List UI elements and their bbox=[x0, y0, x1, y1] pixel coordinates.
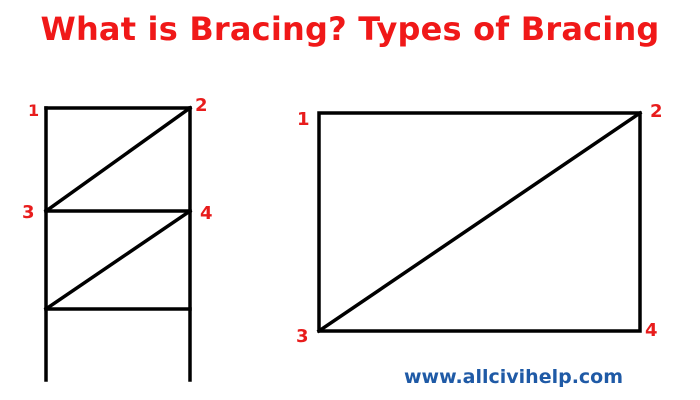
lower-diagonal-brace bbox=[43, 208, 193, 312]
right-braced-frame bbox=[316, 110, 643, 334]
left-node-label-2: 2 bbox=[195, 95, 208, 116]
panel-diagonal-brace bbox=[316, 110, 643, 334]
page-title: What is Bracing? Types of Bracing bbox=[40, 10, 660, 48]
right-node-label-3: 3 bbox=[296, 326, 309, 347]
right-node-label-1: 1 bbox=[297, 109, 310, 130]
left-node-label-1: 1 bbox=[28, 101, 39, 120]
panel-outline bbox=[317, 111, 642, 333]
left-frame-labels: 1 2 3 4 bbox=[22, 95, 213, 224]
website-url: www.allcivihelp.com bbox=[404, 366, 624, 388]
right-node-label-4: 4 bbox=[645, 320, 658, 341]
left-braced-frame bbox=[43, 105, 193, 382]
left-node-label-3: 3 bbox=[22, 202, 35, 223]
right-node-label-2: 2 bbox=[650, 101, 663, 122]
right-frame-labels: 1 2 3 4 bbox=[296, 101, 663, 347]
left-node-label-4: 4 bbox=[200, 203, 213, 224]
upper-diagonal-brace bbox=[43, 105, 193, 214]
